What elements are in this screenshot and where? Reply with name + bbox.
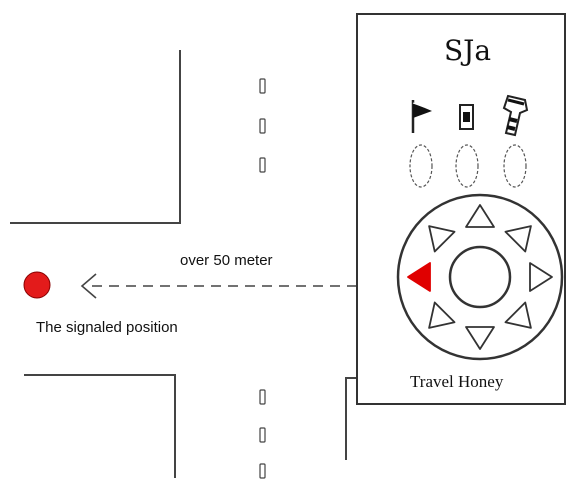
lane-mark [259,78,266,94]
road-center-markings [259,78,266,479]
mode-selector-oval[interactable] [503,144,527,188]
gps-device [356,13,566,405]
compass-arrow-south-west[interactable] [428,301,456,329]
distance-label: over 50 meter [180,252,273,269]
compass-center-button[interactable] [448,245,512,309]
lane-mark [259,157,266,173]
road-edge-bottom-left [24,374,176,478]
compass-arrow-south[interactable] [465,326,495,350]
signaled-position-marker [23,271,51,299]
compass-arrow-north-west[interactable] [428,225,456,253]
mode-selector-oval[interactable] [455,144,479,188]
device-brand: Travel Honey [410,372,504,391]
compass-arrow-north-east[interactable] [504,225,532,253]
lane-mark [259,118,266,134]
lane-mark [259,427,266,443]
signaled-position-label: The signaled position [36,319,178,336]
square-icon [459,104,474,130]
distance-arrow [80,273,357,299]
compass-arrow-east[interactable] [529,262,553,292]
compass-arrow-south-east[interactable] [504,301,532,329]
compass-arrow-west[interactable] [407,262,431,292]
lane-mark [259,389,266,405]
compass-arrows [407,204,553,350]
distance-arrowhead [80,273,97,299]
road-edge-top-left [10,50,181,224]
device-name: SJa [444,34,492,67]
road-edge-right-lower [345,377,357,460]
striped-pole-icon [502,94,529,137]
compass-arrow-north[interactable] [465,204,495,228]
flag-icon [411,100,432,133]
mode-selectors [409,144,527,188]
lane-mark [259,463,266,479]
road-edges [10,50,357,478]
mode-selector-oval[interactable] [409,144,433,188]
compass-dial [396,193,564,361]
